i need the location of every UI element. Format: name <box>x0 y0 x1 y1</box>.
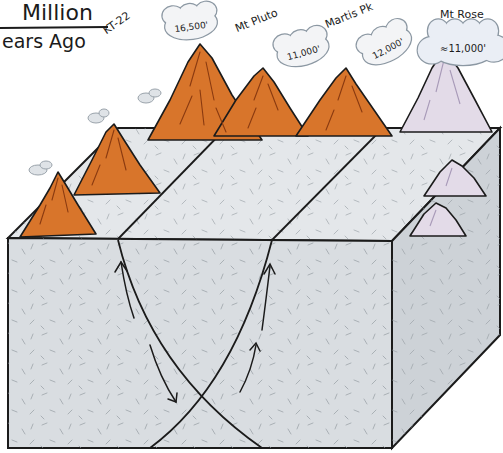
illustration-part <box>248 76 278 128</box>
cloud-node: 16,500'KT-22 <box>166 10 216 39</box>
illustration-part <box>250 343 260 351</box>
illustration-part <box>214 68 308 136</box>
peak-name: Martis Pk <box>323 0 375 31</box>
cloud-body: ≈11,000' <box>430 28 496 65</box>
illustration-part <box>264 264 275 274</box>
cloud-node: 11,000'Mt Pluto <box>278 36 328 65</box>
cloud-puff <box>194 0 217 21</box>
illustration-part <box>180 52 226 132</box>
motion-arrows <box>115 262 275 402</box>
illustration-part <box>262 266 270 330</box>
diagram-title: Million <box>22 0 93 25</box>
fault-plane <box>150 240 272 448</box>
illustration-part <box>424 60 460 120</box>
peak-name: Mt Pluto <box>233 6 280 35</box>
cloud-node: 12,000'Martis Pk <box>362 32 412 61</box>
side-texture <box>392 128 500 448</box>
illustration-part <box>446 168 452 186</box>
rose-peaks <box>400 50 492 236</box>
rock-streaks <box>40 52 362 224</box>
fault-trace <box>272 128 383 240</box>
illustration-part <box>326 76 362 130</box>
cloud-node: ≈11,000'Mt Rose <box>430 28 496 65</box>
illustration-part <box>168 393 177 402</box>
illustration-part <box>99 109 109 117</box>
elevation-label: 12,000' <box>371 36 406 61</box>
front-face <box>8 238 392 448</box>
cloud-puffs <box>161 0 220 42</box>
illustration-part <box>430 210 436 226</box>
illustration-part <box>74 124 160 195</box>
illustration-part <box>115 262 127 272</box>
illustration-part <box>40 178 68 224</box>
elevation-label: 16,500' <box>174 20 209 35</box>
cloud-puffs <box>272 24 333 72</box>
elevation-label: 11,000' <box>286 44 321 62</box>
illustration-part <box>92 130 126 185</box>
subtitle-label: ears Ago <box>2 30 86 52</box>
title-underline <box>0 27 108 28</box>
cloud-puffs <box>418 19 503 65</box>
rose-shading <box>424 60 460 226</box>
cloud-puff <box>304 24 329 47</box>
illustration-part <box>240 345 256 392</box>
side-face <box>392 128 500 448</box>
cloud-body: 16,500' <box>164 7 218 43</box>
illustration-part <box>410 203 466 236</box>
peak-name: KT-22 <box>101 9 133 37</box>
elevation-label: ≈11,000' <box>440 43 486 54</box>
illustration-part <box>296 68 392 136</box>
illustration-part <box>40 161 52 169</box>
illustration-part <box>150 345 176 402</box>
cloud-puffs <box>353 16 417 72</box>
fault-plane <box>118 240 262 448</box>
front-texture <box>8 238 392 448</box>
volcanic-peaks <box>20 44 392 237</box>
illustration-part <box>149 89 161 97</box>
illustration-part <box>424 160 486 196</box>
peak-name: Mt Rose <box>440 8 484 21</box>
